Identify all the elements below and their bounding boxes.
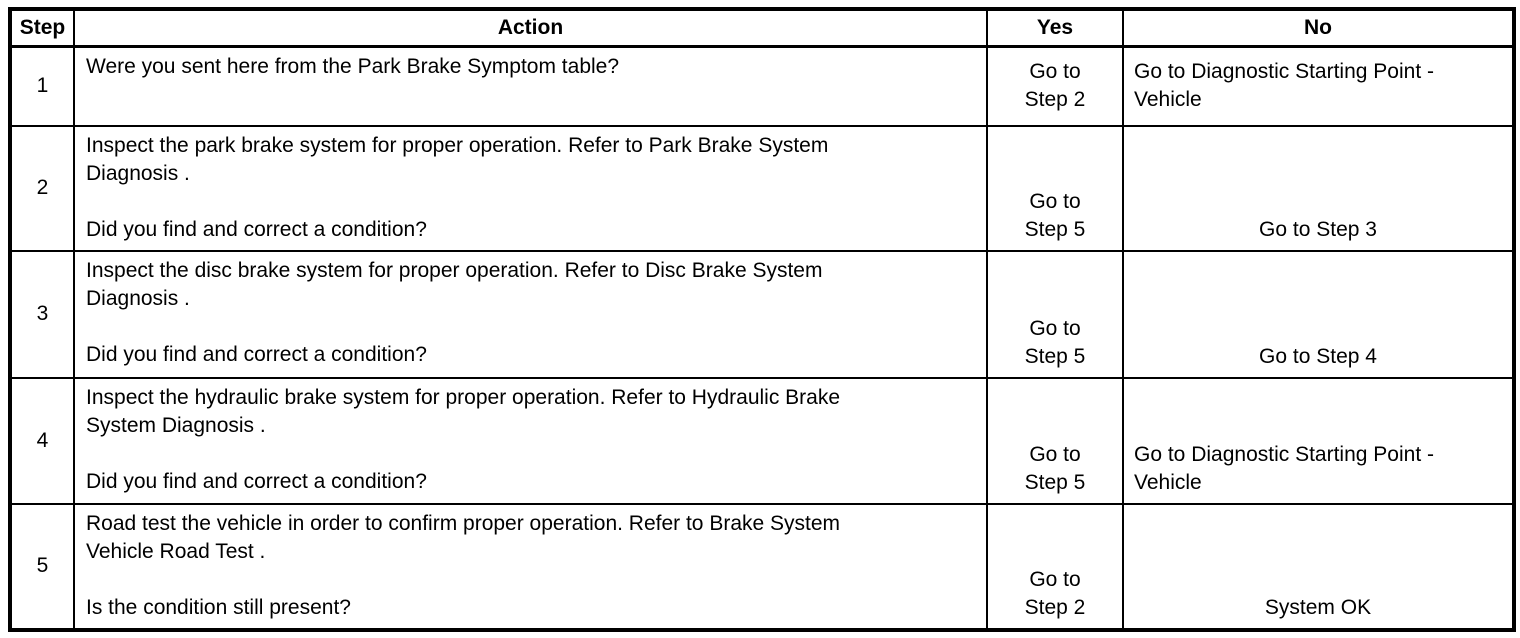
yes-cell: Go to Step 5 — [986, 376, 1124, 505]
step-cell: 5 — [9, 502, 75, 631]
step-cell: 4 — [9, 376, 75, 505]
action-cell: Road test the vehicle in order to confir… — [73, 502, 988, 631]
header-row: Step Action Yes No — [9, 8, 1515, 48]
action-cell: Inspect the hydraulic brake system for p… — [73, 376, 988, 505]
no-cell: Go to Step 3 — [1122, 124, 1515, 252]
table-row: 1 Were you sent here from the Park Brake… — [9, 45, 1515, 127]
header-step: Step — [9, 8, 75, 48]
action-cell: Inspect the disc brake system for proper… — [73, 249, 988, 379]
no-cell: Go to Diagnostic Starting Point - Vehicl… — [1122, 376, 1515, 505]
diagnostic-table: Step Action Yes No 1 Were you sent here … — [8, 7, 1516, 632]
action-cell: Were you sent here from the Park Brake S… — [73, 45, 988, 127]
step-cell: 2 — [9, 124, 75, 252]
header-no: No — [1122, 8, 1515, 48]
step-cell: 3 — [9, 249, 75, 379]
no-cell: Go to Step 4 — [1122, 249, 1515, 379]
step-cell: 1 — [9, 45, 75, 127]
header-action: Action — [73, 8, 988, 48]
no-cell: Go to Diagnostic Starting Point - Vehicl… — [1122, 45, 1515, 127]
header-yes: Yes — [986, 8, 1124, 48]
yes-cell: Go to Step 5 — [986, 249, 1124, 379]
yes-cell: Go to Step 2 — [986, 502, 1124, 631]
table-row: 2 Inspect the park brake system for prop… — [9, 124, 1515, 252]
no-cell: System OK — [1122, 502, 1515, 631]
action-cell: Inspect the park brake system for proper… — [73, 124, 988, 252]
table-row: 4 Inspect the hydraulic brake system for… — [9, 376, 1515, 505]
yes-cell: Go to Step 2 — [986, 45, 1124, 127]
yes-cell: Go to Step 5 — [986, 124, 1124, 252]
table-row: 3 Inspect the disc brake system for prop… — [9, 249, 1515, 379]
table-row: 5 Road test the vehicle in order to conf… — [9, 502, 1515, 631]
